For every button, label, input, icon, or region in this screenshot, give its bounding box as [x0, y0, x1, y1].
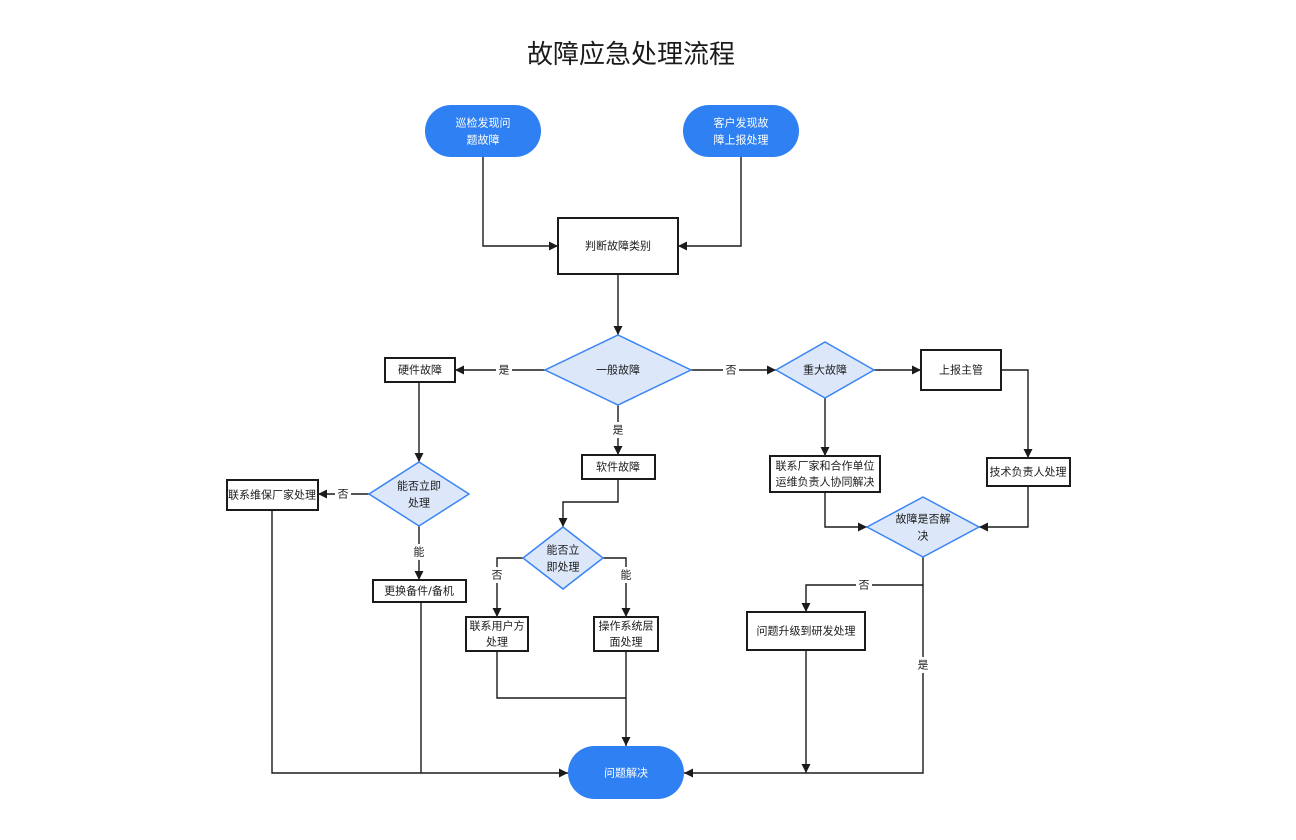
- edge-maint-vendor-to-resolved: [271, 510, 568, 778]
- node-label: 重大故障: [803, 363, 847, 377]
- node-text-line: 故障是否解: [896, 512, 951, 526]
- edge-user-to-merge: [496, 651, 626, 699]
- node-text-line: 处理: [408, 497, 430, 510]
- end-node-resolved: 问题解决: [568, 746, 684, 799]
- edge-resolved-check-yes: [684, 585, 924, 778]
- process-box: [593, 616, 659, 652]
- node-text-line: 题故障: [467, 133, 500, 147]
- start-node-inspection: 巡检发现问 题故障: [425, 105, 541, 157]
- node-label: 软件故障: [596, 460, 640, 474]
- edge-inspection-to-judge: [482, 157, 558, 251]
- decision-diamond: [367, 461, 471, 527]
- process-node-software-fault: 软件故障: [581, 454, 656, 480]
- node-label: 判断故障类别: [585, 239, 651, 253]
- edges: [271, 157, 1033, 778]
- node-text-line: 能否立即: [397, 479, 441, 493]
- edge-label-no: 否: [726, 364, 737, 377]
- edge-sw-decision-to-os: [603, 557, 631, 617]
- decision-diamond: [521, 526, 605, 590]
- diagram-title: 故障应急处理流程: [527, 40, 735, 70]
- node-text-line: 客户发现故: [714, 116, 769, 130]
- node-label: 更换备件/备机: [384, 584, 454, 598]
- process-node-hardware-fault: 硬件故障: [384, 357, 456, 383]
- node-label: 硬件故障: [398, 363, 442, 377]
- process-box: [384, 357, 456, 383]
- process-node-contact-user: 联系用户方 处理: [465, 616, 529, 652]
- decision-node-sw-immediate: 能否立 即处理: [521, 526, 605, 590]
- process-node-judge-category: 判断故障类别: [557, 217, 679, 275]
- terminal-shape: [425, 105, 541, 157]
- node-text-line: 联系厂家和合作单位: [776, 459, 875, 473]
- process-box: [465, 616, 529, 652]
- process-box: [769, 455, 881, 493]
- node-text-line: 障上报处理: [714, 133, 769, 147]
- edge-label-no: 否: [859, 579, 870, 592]
- node-label: 问题升级到研发处理: [757, 624, 856, 638]
- node-text-line: 面处理: [610, 636, 643, 649]
- process-node-contact-maintenance-vendor: 联系维保厂家处理: [226, 479, 319, 511]
- process-box: [920, 349, 1002, 391]
- edge-software-to-sw-decision: [558, 479, 619, 527]
- decision-node-fault-resolved: 故障是否解 决: [865, 496, 981, 558]
- edge-label-yes: 是: [918, 659, 929, 672]
- process-box: [746, 611, 866, 651]
- process-box: [986, 457, 1071, 487]
- edge-label-yes: 是: [613, 424, 624, 437]
- node-text-line: 处理: [486, 636, 508, 649]
- terminal-shape: [683, 105, 799, 157]
- edge-label-no: 否: [338, 488, 349, 501]
- edge-label-no: 否: [492, 569, 503, 582]
- process-node-report-supervisor: 上报主管: [920, 349, 1002, 391]
- process-box: [557, 217, 679, 275]
- node-text-line: 联系用户方: [470, 619, 525, 633]
- decision-node-general-fault: 一般故障: [543, 334, 693, 406]
- decision-diamond: [865, 496, 981, 558]
- process-node-replace-spare: 更换备件/备机: [372, 579, 467, 603]
- process-node-escalate-rd: 问题升级到研发处理: [746, 611, 866, 651]
- node-label: 技术负责人处理: [990, 465, 1067, 479]
- process-box: [372, 579, 467, 603]
- node-text-line: 巡检发现问: [456, 116, 511, 130]
- node-text-line: 操作系统层: [599, 619, 654, 633]
- process-node-os-level: 操作系统层 面处理: [593, 616, 659, 652]
- terminal-shape: [568, 746, 684, 799]
- node-label: 一般故障: [596, 363, 640, 377]
- process-box: [581, 454, 656, 480]
- decision-node-hw-immediate: 能否立即 处理: [367, 461, 471, 527]
- process-node-tech-lead: 技术负责人处理: [986, 457, 1071, 487]
- node-text-line: 运维负责人协同解决: [776, 475, 875, 489]
- edge-label-can: 能: [621, 568, 632, 582]
- node-text-line: 决: [918, 530, 929, 543]
- process-box: [226, 479, 319, 511]
- decision-node-major-fault: 重大故障: [774, 341, 876, 399]
- decision-diamond: [774, 341, 876, 399]
- edge-techlead-to-resolved-check: [979, 486, 1029, 532]
- node-label: 上报主管: [939, 363, 983, 377]
- edge-label-can: 能: [414, 545, 425, 559]
- start-node-customer: 客户发现故 障上报处理: [683, 105, 799, 157]
- decision-diamond: [543, 334, 693, 406]
- edge-vendor-partner-to-resolved-check: [824, 492, 867, 532]
- edge-label-yes: 是: [499, 364, 510, 377]
- process-node-contact-vendor-partner: 联系厂家和合作单位 运维负责人协同解决: [769, 455, 881, 493]
- edge-sw-decision-to-user: [492, 557, 523, 617]
- node-label: 问题解决: [604, 766, 648, 780]
- edge-labels: 是 否 是 否 能 否 能 否 是: [335, 362, 931, 673]
- edge-supervisor-to-techlead: [1001, 369, 1033, 458]
- edge-customer-to-judge: [678, 157, 742, 251]
- node-label: 联系维保厂家处理: [228, 488, 316, 502]
- node-text-line: 即处理: [547, 561, 580, 574]
- node-text-line: 能否立: [547, 543, 580, 557]
